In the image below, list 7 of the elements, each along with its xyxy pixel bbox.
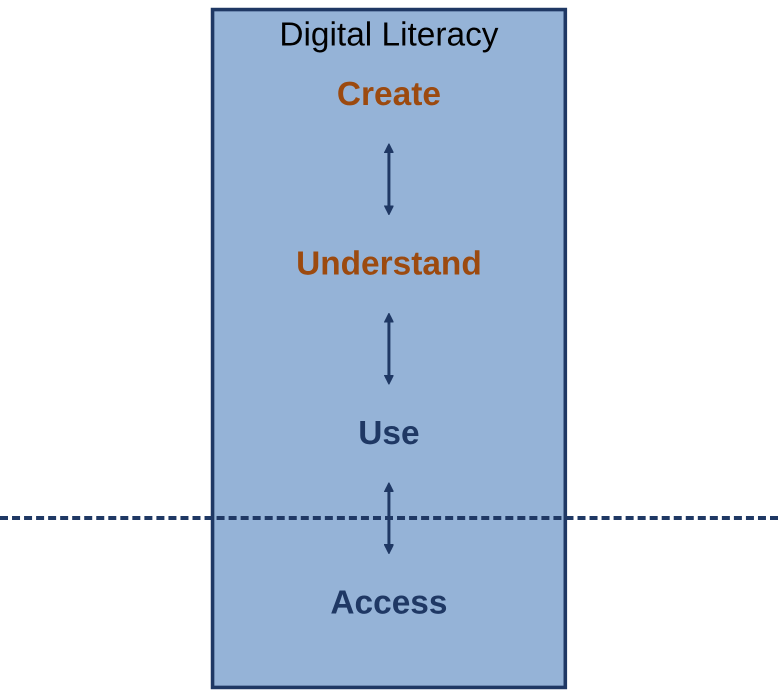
arrow xyxy=(384,482,394,554)
node-text: Use xyxy=(358,414,420,452)
arrow xyxy=(384,143,394,216)
arrow xyxy=(384,312,394,385)
node-text: Access xyxy=(330,584,448,621)
node-text: Understand xyxy=(296,244,482,282)
node-text: Create xyxy=(336,75,442,112)
